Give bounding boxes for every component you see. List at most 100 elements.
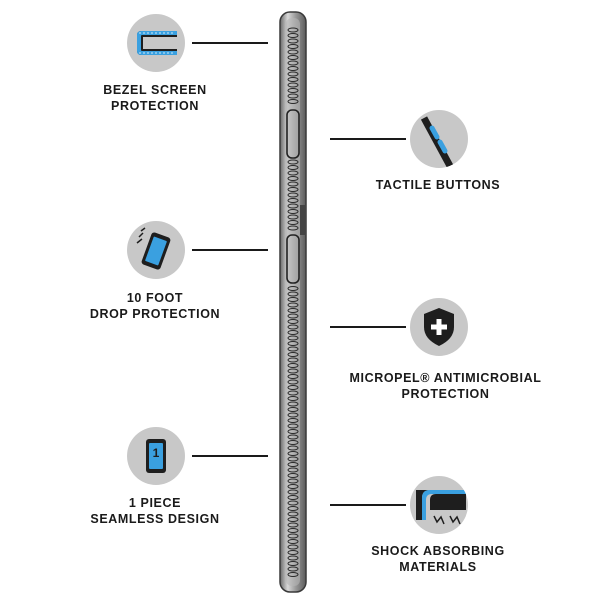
case-rib xyxy=(287,434,299,440)
case-rib xyxy=(287,330,299,335)
case-rib xyxy=(287,484,299,489)
micropel-label-line1: MICROPEL® ANTIMICROBIAL xyxy=(349,371,542,385)
shock-label-line1: SHOCK ABSORBING xyxy=(371,544,505,558)
case-rib xyxy=(287,566,299,572)
case-rib xyxy=(287,396,299,401)
drop-phone-icon xyxy=(127,221,185,279)
case-rib xyxy=(287,27,299,33)
micropel-connector-line xyxy=(330,326,406,328)
phone-case-side-view xyxy=(274,10,314,600)
case-rib xyxy=(287,550,299,555)
case-rib xyxy=(287,429,299,434)
case-rib xyxy=(287,319,299,324)
case-rib xyxy=(287,66,299,71)
micropel-label: MICROPEL® ANTIMICROBIAL PROTECTION xyxy=(338,370,553,402)
seamless-label-line2: SEAMLESS DESIGN xyxy=(90,512,220,526)
case-rib xyxy=(287,346,299,352)
seamless-label-line1: 1 PIECE xyxy=(128,496,182,510)
case-rib xyxy=(287,99,299,104)
drop-connector-line xyxy=(192,249,268,251)
case-rib xyxy=(287,286,299,291)
case-rib xyxy=(287,291,299,297)
case-rib xyxy=(287,170,299,176)
case-rib xyxy=(287,368,299,374)
case-rib xyxy=(287,71,299,77)
case-rib xyxy=(287,187,299,192)
case-rib xyxy=(287,445,299,451)
bezel-connector-line xyxy=(192,42,268,44)
case-rib xyxy=(287,341,299,346)
case-rib xyxy=(287,401,299,407)
case-rib xyxy=(287,539,299,544)
case-rib xyxy=(287,88,299,93)
one-piece-badge: 1 xyxy=(152,446,160,460)
case-rib xyxy=(287,55,299,60)
case-rib xyxy=(287,473,299,478)
case-rib xyxy=(287,533,299,539)
case-rib xyxy=(287,209,299,214)
tactile-connector-line xyxy=(330,138,406,140)
shield-plus-icon xyxy=(410,298,468,356)
micropel-label-line2: PROTECTION xyxy=(401,387,490,401)
case-rib xyxy=(287,456,299,462)
shock-label-line2: MATERIALS xyxy=(399,560,477,574)
case-rib xyxy=(287,176,299,181)
case-rib xyxy=(287,77,299,82)
case-rib xyxy=(287,297,299,302)
bezel-label: BEZEL SCREEN PROTECTION xyxy=(55,82,255,114)
case-rib xyxy=(287,198,299,203)
bezel-label-line1: BEZEL SCREEN xyxy=(103,83,207,97)
tactile-label-line1: TACTILE BUTTONS xyxy=(375,178,501,192)
case-rib xyxy=(287,192,299,198)
case-rib xyxy=(287,572,299,577)
case-rib xyxy=(287,302,299,308)
case-rib xyxy=(287,555,299,561)
case-rib xyxy=(287,220,299,225)
case-rib xyxy=(287,412,299,418)
case-rib xyxy=(287,522,299,528)
case-rib xyxy=(287,418,299,423)
case-rib xyxy=(287,357,299,363)
case-rib xyxy=(287,462,299,467)
case-rib xyxy=(287,335,299,341)
case-rib xyxy=(287,561,299,566)
drop-label-line2: DROP PROTECTION xyxy=(89,307,221,321)
bezel-screen-icon xyxy=(127,14,185,72)
case-rib xyxy=(287,352,299,357)
case-rib xyxy=(287,93,299,99)
case-rib xyxy=(287,363,299,368)
case-rib xyxy=(287,379,299,385)
case-rib xyxy=(287,385,299,390)
case-rib xyxy=(287,82,299,88)
case-rib xyxy=(287,374,299,379)
seamless-label: 1 PIECE SEAMLESS DESIGN xyxy=(55,495,255,527)
case-rib xyxy=(287,44,299,49)
case-rib xyxy=(287,467,299,473)
drop-label: 10 FOOT DROP PROTECTION xyxy=(55,290,255,322)
shock-label: SHOCK ABSORBING MATERIALS xyxy=(338,543,538,575)
seamless-connector-line xyxy=(192,455,268,457)
case-rib xyxy=(287,423,299,429)
case-rib xyxy=(287,489,299,495)
case-rib xyxy=(287,203,299,209)
case-rib xyxy=(287,181,299,187)
case-rib xyxy=(287,407,299,412)
case-rib xyxy=(287,511,299,517)
case-rib xyxy=(287,313,299,319)
case-rib xyxy=(287,500,299,506)
case-rib xyxy=(287,165,299,170)
case-rib xyxy=(287,225,299,231)
tactile-buttons-icon xyxy=(410,110,468,168)
case-rib xyxy=(287,506,299,511)
case-rib xyxy=(287,49,299,55)
case-rib xyxy=(287,33,299,38)
drop-label-line1: 10 FOOT xyxy=(126,291,184,305)
shock-absorb-icon xyxy=(410,476,468,534)
case-rib xyxy=(287,478,299,484)
case-rib xyxy=(287,495,299,500)
case-rib xyxy=(287,214,299,220)
shock-connector-line xyxy=(330,504,406,506)
case-rib xyxy=(287,517,299,522)
tactile-label: TACTILE BUTTONS xyxy=(338,177,538,193)
case-rib xyxy=(287,308,299,313)
